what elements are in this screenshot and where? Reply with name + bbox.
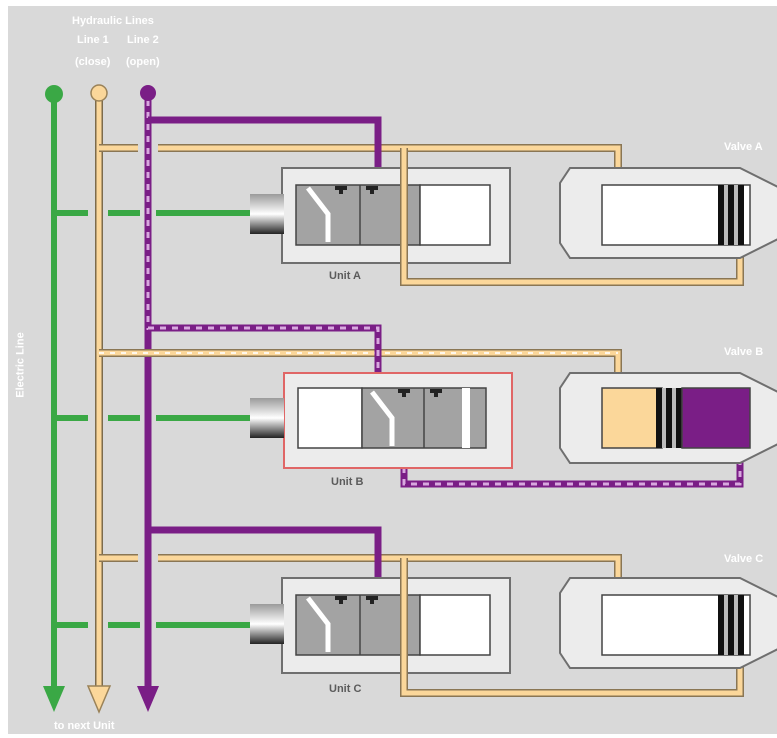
unit-b-label: Unit B bbox=[331, 476, 364, 488]
valve-c-label: Valve C bbox=[724, 553, 764, 565]
line-2-label: Line 2 bbox=[127, 34, 159, 46]
hydraulic-line-1 bbox=[86, 84, 112, 714]
line-2-sub: (open) bbox=[126, 56, 160, 68]
electric-line bbox=[43, 85, 65, 712]
row-c bbox=[54, 526, 777, 697]
to-next-unit-label: to next Unit bbox=[54, 720, 115, 732]
unit-a-label: Unit A bbox=[329, 270, 361, 282]
unit-a-solenoid bbox=[250, 194, 284, 234]
unit-b-solenoid bbox=[250, 398, 284, 438]
row-b bbox=[54, 324, 777, 488]
valve-a-label: Valve A bbox=[724, 141, 763, 153]
unit-c-label: Unit C bbox=[329, 683, 362, 695]
row-a bbox=[54, 116, 777, 286]
line-1-label: Line 1 bbox=[77, 34, 109, 46]
hydraulic-line-2 bbox=[137, 85, 159, 712]
electric-line-label: Electric Line bbox=[14, 332, 27, 398]
hydraulic-lines-title: Hydraulic Lines bbox=[72, 15, 154, 27]
line-1-sub: (close) bbox=[75, 56, 111, 68]
unit-c-solenoid bbox=[250, 604, 284, 644]
valve-b-label: Valve B bbox=[724, 346, 764, 358]
